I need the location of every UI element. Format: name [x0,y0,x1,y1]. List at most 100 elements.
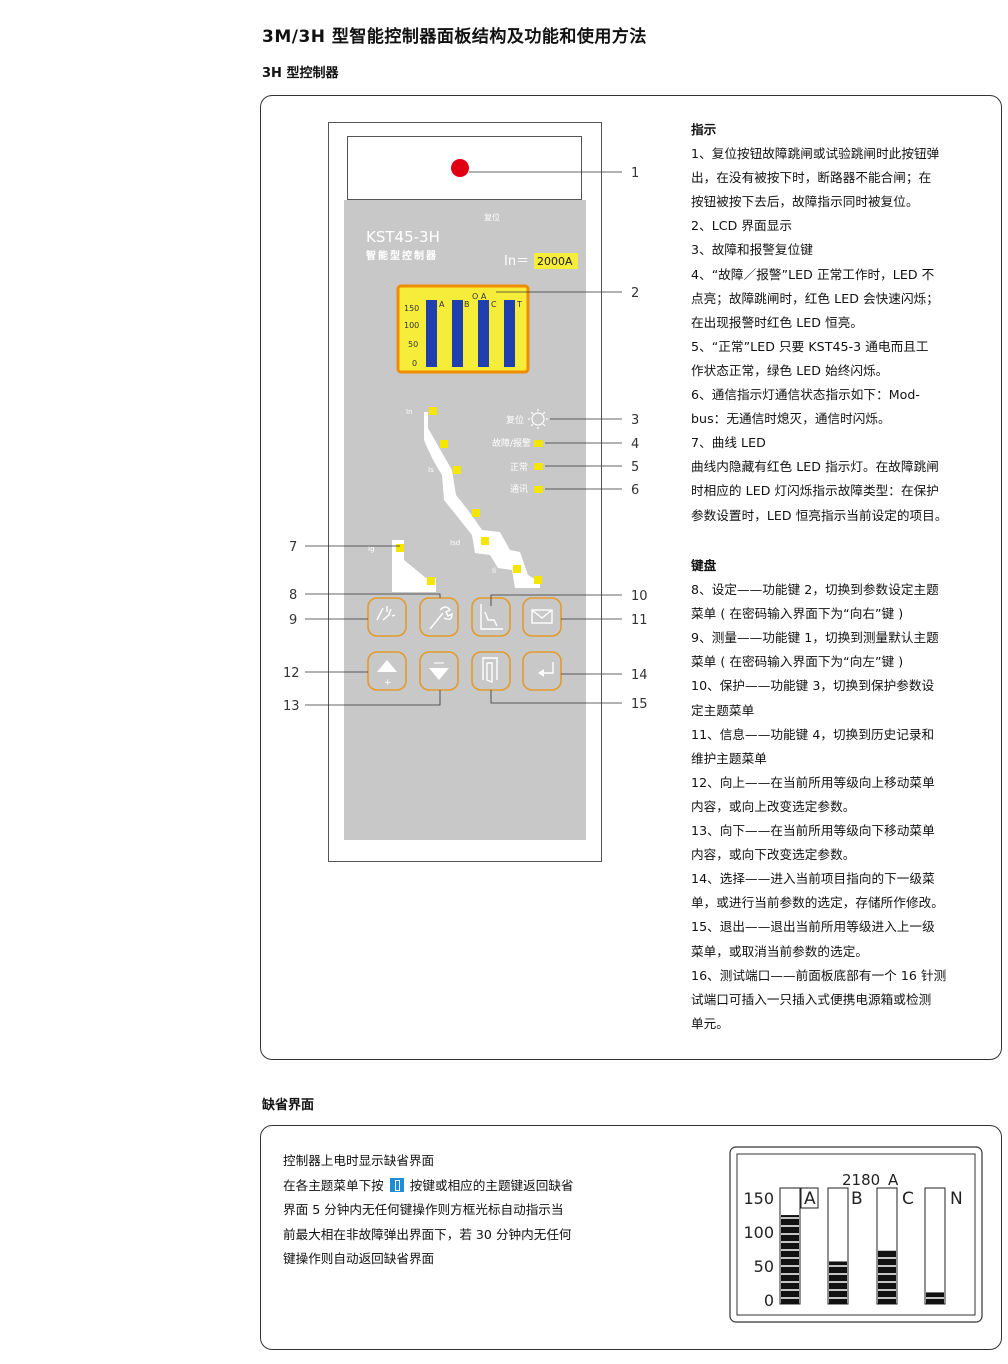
envelope-flap [531,609,553,619]
curve-label-is: Is [428,466,434,474]
lcd-bar [426,300,437,367]
text-line: 12、向上——在当前所用等级向上移动菜单 [691,774,935,790]
text-line: 10、保护——功能键 3，切换到保护参数设 [691,678,935,694]
curve-led [440,440,448,448]
reset-window [347,136,582,200]
panel-outline [328,122,602,862]
reset-button-red[interactable] [451,159,469,177]
text-line: 菜单 ( 在密码输入界面下为“向右”键 ) [691,606,904,622]
text-line: 单元。 [691,1015,729,1031]
text-line: 在出现报警时红色 LED 恒亮。 [691,314,864,330]
keypad-heading: 键盘 [691,558,717,573]
text-line: 5、“正常”LED 只要 KST45-3 通电而且工 [691,338,929,354]
text-line: 时相应的 LED 灯闪烁指示故障类型：在保护 [691,483,939,499]
text-line: 6、通信指示灯通信状态指示如下：Mod- [691,387,921,403]
text-line: 界面 5 分钟内无任何键操作则方框光标自动指示当 [283,1202,564,1217]
lcd-bar [504,300,515,367]
panel-reset-small: 复位 [484,212,500,222]
curve-label-isd: Isd [450,539,460,547]
text-line: 参数设置时，LED 恒亮指示当前设定的项目。 [691,507,948,523]
up-arrow-icon [377,660,397,672]
lcd-bar [478,300,489,367]
indicator-label-comm: 通讯 [510,484,528,495]
callout-15: 15 [631,697,648,712]
lcd-scale-50: 50 [408,340,418,349]
text-line: 定主题菜单 [691,702,755,718]
curve-led [513,565,521,573]
text-line: 前最大相在非故障弹出界面下，若 30 分钟内无任何 [283,1226,572,1242]
lcd-scale-150: 150 [404,304,419,313]
text-line: 1、复位按钮故障跳闸或试验跳闸时此按钮弹 [691,146,940,162]
text-line: 菜单 ( 在密码输入界面下为“向左”键 ) [691,654,904,670]
indicator-label-fault: 故障/报警 [492,437,531,449]
callout-4: 4 [631,437,639,452]
in-value: 2000A [537,255,573,268]
text-line: bus：无通信时熄灭，通信时闪烁。 [691,411,891,427]
text-segment: 按键或相应的主题键返回缺省 [409,1177,574,1193]
text-line: 2、LCD 界面显示 [691,218,792,234]
curve-led [481,537,489,545]
text-line: 曲线内隐藏有红色 LED 指示灯。在故障跳闸 [691,459,939,475]
text-line: 14、选择——进入当前项目指向的下一级菜 [691,871,935,887]
info-key[interactable] [522,597,562,637]
curve-label-in: In [406,408,413,416]
exit-key-icon [389,1177,404,1192]
callout-14: 14 [631,668,648,683]
lcd-phase-a: A [439,300,445,309]
callout-6: 6 [631,483,639,498]
enter-arrow-head [538,669,544,677]
text-line: 单，或进行当前参数的选定，存储所作修改。 [691,895,944,911]
controller-frame [260,95,1002,1060]
text-line: 16、测试端口——前面板底部有一个 16 针测 [691,967,947,983]
text-line: 3、故障和报警复位键 [691,242,813,258]
text-line: 11、信息——功能键 4，切换到历史记录和 [691,726,935,742]
curve-led [453,466,461,474]
comm-led [534,486,543,493]
reset-key-icon[interactable] [528,409,548,429]
model-sub-label: 智能型控制器 [366,249,438,262]
curve-led [472,509,480,517]
callout-2: 2 [631,286,639,301]
lcd-top-label: O A [472,292,487,301]
wrench-icon [429,606,453,630]
default-screen-description: 控制器上电时显示缺省界面 在各主题菜单下按 按键或相应的主题键返回缺省 界面 5… [283,1149,633,1272]
lcd-phase-t: T [516,300,522,309]
lcd-phase-b: B [464,300,470,309]
text-segment: 在各主题菜单下按 [283,1177,384,1193]
text-line: 7、曲线 LED [691,435,766,451]
text-line: 在各主题菜单下按 按键或相应的主题键返回缺省 [283,1174,633,1199]
text-line: 按钮被按下去后，故障指示同时被复位。 [691,194,919,210]
text-line: 内容，或向下改变选定参数。 [691,847,856,863]
keypad-description: 键盘 8、设定——功能键 2，切换到参数设定主题 菜单 ( 在密码输入界面下为“… [691,554,987,1036]
page-title: 3M/3H 型智能控制器面板结构及功能和使用方法 [262,27,647,47]
callout-12: 12 [283,666,300,681]
text-line: 8、设定——功能键 2，切换到参数设定主题 [691,582,939,598]
text-line: 15、退出——退出当前所用等级进入上一级 [691,919,935,935]
text-line: 试端口可插入一只插入式便携电源箱或检测 [691,991,932,1007]
plus-icon: + [384,678,392,688]
curve-led [429,407,437,415]
default-screen-frame [260,1125,1002,1350]
callout-8: 8 [289,588,297,603]
curve-led [534,576,542,584]
envelope-icon [531,609,553,624]
callout-7: 7 [289,540,297,555]
curve-led [427,577,435,585]
trip-curve [424,412,540,588]
text-line: 控制器上电时显示缺省界面 [283,1153,435,1168]
callout-9: 9 [289,613,297,628]
ground-curve [392,540,436,592]
callout-11: 11 [631,613,648,628]
curve-label-ii: Ii [492,567,496,575]
text-line: 9、测量——功能键 1，切换到测量默认主题 [691,630,939,646]
in-label: In＝ [504,254,529,269]
text-line: 内容，或向上改变选定参数。 [691,798,856,814]
curve-led [396,544,404,552]
text-line: 13、向下——在当前所用等级向下移动菜单 [691,823,935,839]
measure-icon [376,606,396,621]
text-line: 菜单，或取消当前参数的选定。 [691,943,869,959]
lcd-bar [452,300,463,367]
lcd-scale-100: 100 [404,321,419,330]
text-line: 维护主题菜单 [691,750,767,766]
